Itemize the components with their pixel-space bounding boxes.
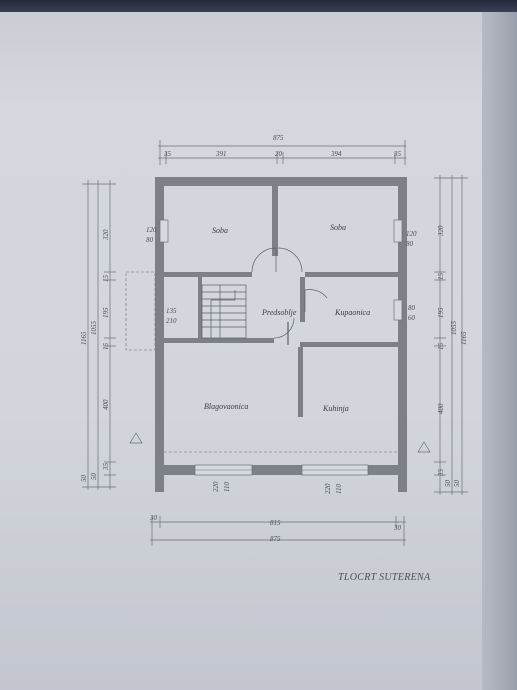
door-swing-left <box>251 247 277 273</box>
dim-left-50: 50 <box>80 475 88 483</box>
dim-top-total: 875 <box>273 134 284 142</box>
win-left-top: 120 <box>146 226 157 234</box>
door-stair-bot: 210 <box>166 317 177 325</box>
wall-soba-right-bottom <box>305 272 398 277</box>
section-mark-right <box>417 441 431 453</box>
win-kup-top: 80 <box>408 304 416 312</box>
dim-top-right-edge: 35 <box>393 150 402 158</box>
paper-sheet <box>0 0 500 690</box>
wall-right <box>398 177 407 492</box>
dim-bottom-left-edge: 30 <box>149 514 158 522</box>
dim-top-right: 394 <box>330 150 342 158</box>
walls <box>155 177 407 492</box>
door-stair-top: 135 <box>166 307 177 315</box>
window-soba-right <box>393 219 403 243</box>
win-right-top: 120 <box>406 230 417 238</box>
room-kuhinja: Kuhinja <box>322 404 349 413</box>
wall-stair <box>198 277 202 338</box>
dim-left-outer: 1165 <box>80 331 88 345</box>
wall-soba-left-bottom <box>164 272 252 277</box>
room-soba-left: Soba <box>212 226 228 235</box>
doors <box>251 247 328 345</box>
section-marks <box>129 432 431 453</box>
win-right-bot: 80 <box>406 240 414 248</box>
wall-kuhinja <box>298 347 303 417</box>
page-edge <box>482 10 517 690</box>
dim-right-400: 400 <box>437 403 445 414</box>
dim-left-400: 400 <box>102 399 110 410</box>
dim-right-50: 50 <box>444 480 452 488</box>
window-kupaonica <box>393 299 403 321</box>
dim-right-15b: 15 <box>437 343 445 351</box>
dim-top-mid: 20 <box>275 150 283 158</box>
room-blagovaonica: Blagovaonica <box>204 402 248 411</box>
wall-top <box>155 177 407 186</box>
dim-right-35: 35 <box>437 469 445 478</box>
win-b1-a: 220 <box>212 481 220 492</box>
win-left-bot: 80 <box>146 236 154 244</box>
entrance-porch <box>125 271 156 351</box>
dim-left-195: 195 <box>102 307 110 318</box>
section-mark-left <box>129 432 143 444</box>
win-kup-bot: 60 <box>408 314 416 322</box>
wall-mid-top <box>272 186 278 256</box>
dimension-lines <box>82 140 468 546</box>
door-swing-right <box>277 247 303 273</box>
stairs <box>201 284 247 339</box>
dim-right-50b: 50 <box>453 480 461 488</box>
win-b2-b: 110 <box>335 484 343 494</box>
win-b2-a: 220 <box>324 483 332 494</box>
dim-bottom-inner: 815 <box>270 519 281 527</box>
door-swing-kup <box>304 289 328 299</box>
wall-kup-bottom <box>300 342 398 347</box>
wall-bottom-3 <box>368 465 407 475</box>
wall-left <box>155 177 164 492</box>
dims-right: 1165 1055 320 15 195 15 400 35 50 50 <box>437 225 468 487</box>
dim-left-inner: 1055 <box>90 321 98 336</box>
dim-right-195: 195 <box>437 307 445 318</box>
dim-left-35: 35 <box>102 463 110 472</box>
dim-bottom-right-edge: 30 <box>393 524 402 532</box>
dims-left: 1165 1055 320 15 195 15 400 50 50 35 <box>80 229 110 482</box>
wall-bottom-1 <box>155 465 195 475</box>
dim-top-left: 391 <box>215 150 227 158</box>
wall-bottom-2 <box>252 465 302 475</box>
stair-box <box>201 284 247 339</box>
room-kupaonica: Kupaonica <box>334 308 370 317</box>
room-soba-right: Soba <box>330 223 346 232</box>
door-swing-hall <box>273 317 295 339</box>
dim-bottom-total: 875 <box>270 535 281 543</box>
dim-left-50b: 50 <box>90 473 98 481</box>
room-predsoblje: Predsoblje <box>261 308 297 317</box>
dim-left-15a: 15 <box>102 275 110 283</box>
dim-top-left-edge: 35 <box>163 150 172 158</box>
wall-stair-bottom <box>164 338 274 343</box>
dim-right-320: 320 <box>437 225 445 237</box>
wall-kup-left <box>300 277 305 322</box>
exterior-dashes <box>125 271 398 453</box>
window-soba-left <box>159 219 169 243</box>
win-b1-b: 110 <box>223 482 231 492</box>
dim-left-320: 320 <box>102 229 110 241</box>
dim-right-15a: 15 <box>437 273 445 281</box>
top-binding <box>0 0 517 12</box>
dim-right-outer: 1165 <box>460 331 468 345</box>
dim-left-15b: 15 <box>102 343 110 351</box>
windows <box>159 219 403 476</box>
drawing-caption: TLOCRT SUTERENA <box>338 572 431 583</box>
opening-labels: 120 80 120 80 135 210 80 60 220 110 220 … <box>146 226 417 494</box>
dim-right-inner: 1055 <box>450 321 458 336</box>
